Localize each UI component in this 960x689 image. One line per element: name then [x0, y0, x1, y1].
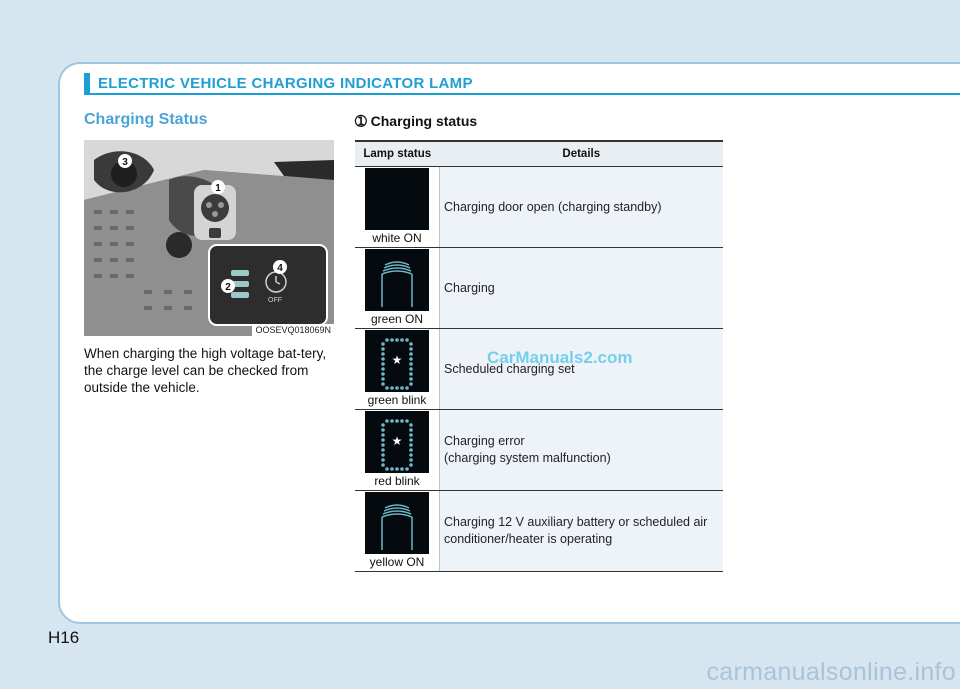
svg-text:3: 3 — [122, 157, 128, 168]
lamp-status-label: yellow ON — [369, 554, 425, 569]
svg-text:2: 2 — [225, 282, 231, 293]
details-cell: Charging 12 V auxiliary battery or sched… — [439, 490, 723, 572]
indicator-lamp-icon: ★ — [365, 410, 429, 473]
callout-1: 1 — [211, 180, 225, 194]
photo-code: OOSEVQ018069N — [252, 324, 334, 336]
table-row: yellow ON Charging 12 V auxiliary battery… — [355, 490, 723, 572]
indicator-lamp-icon — [365, 248, 429, 311]
lamp-status-label: green ON — [370, 311, 424, 326]
lamp-status-cell: white ON — [355, 166, 440, 248]
lamp-status-cell: green ON — [355, 247, 440, 329]
table-row: ★ green blink Scheduled charging set — [355, 328, 723, 410]
indicator-lamp-icon — [365, 491, 429, 554]
footer-site: carmanualsonline.info — [706, 658, 956, 686]
charging-port-photo: OFF 1 3 4 2 OOSEVQ018069N — [84, 140, 334, 336]
callout-4: 4 — [273, 260, 287, 274]
callout-3: 3 — [118, 154, 132, 168]
lamp-status-label: green blink — [367, 392, 427, 407]
lamp-status-cell: yellow ON — [355, 490, 440, 572]
charging-port-illustration: OFF 1 3 4 2 — [84, 140, 334, 336]
header-title: ELECTRIC VEHICLE CHARGING INDICATOR LAMP — [98, 74, 473, 92]
details-cell: Scheduled charging set — [439, 328, 723, 410]
column-header-lamp-status: Lamp status — [355, 140, 440, 167]
watermark: CarManuals2.com — [487, 348, 633, 367]
indicator-lamp-icon: ★ — [365, 329, 429, 392]
svg-text:★: ★ — [392, 353, 403, 367]
svg-text:4: 4 — [277, 263, 283, 274]
lamp-status-cell: ★ green blink — [355, 328, 440, 410]
header-accent — [84, 73, 90, 93]
details-cell: Charging door open (charging standby) — [439, 166, 723, 248]
table-row: white ON Charging door open (charging sta… — [355, 166, 723, 248]
details-cell: Charging error (charging system malfunct… — [439, 409, 723, 491]
timer-off-label: OFF — [268, 297, 282, 304]
description-text: When charging the high voltage bat-tery,… — [84, 346, 327, 395]
lamp-status-label: red blink — [374, 473, 420, 488]
table-row: green ON Charging — [355, 247, 723, 329]
table-row: ★ red blink Charging error (charging syste… — [355, 409, 723, 491]
section-title: Charging Status — [84, 111, 208, 128]
svg-text:1: 1 — [215, 183, 221, 194]
table-title: ➀ Charging status — [355, 113, 478, 129]
lamp-status-cell: ★ red blink — [355, 409, 440, 491]
section-header: ELECTRIC VEHICLE CHARGING INDICATOR LAMP — [84, 73, 960, 93]
svg-text:★: ★ — [392, 434, 403, 448]
indicator-lamp-icon — [365, 167, 429, 230]
details-cell: Charging — [439, 247, 723, 329]
column-header-details: Details — [439, 140, 723, 167]
callout-2: 2 — [221, 279, 235, 293]
charging-status-table: Lamp status Details white ON Charging doo… — [355, 140, 723, 572]
status-rows: white ON Charging door open (charging sta… — [355, 166, 723, 572]
page-number: H16 — [48, 628, 80, 647]
lamp-status-label: white ON — [372, 230, 422, 245]
header-underline — [84, 93, 960, 95]
